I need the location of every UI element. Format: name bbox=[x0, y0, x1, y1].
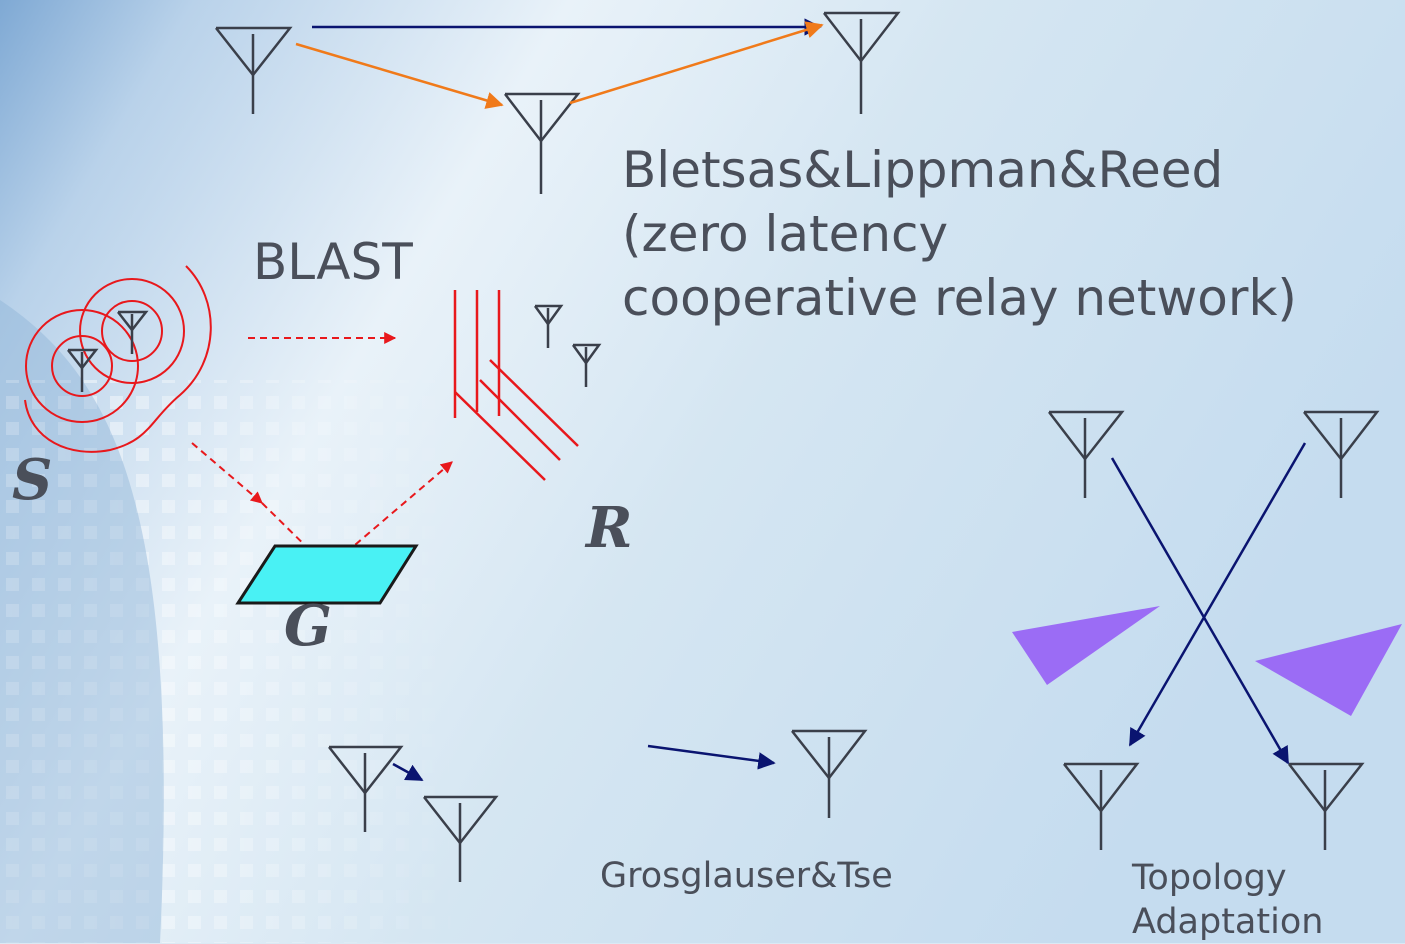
topology-bottom-right-antenna-icon bbox=[1288, 762, 1365, 850]
mobility-arrow bbox=[647, 744, 776, 770]
grosglauser-tse-label: Grosglauser&Tse bbox=[600, 856, 893, 896]
ground-plane bbox=[235, 544, 419, 605]
blast-ground-incoming-arrow bbox=[191, 442, 263, 504]
background-dot-grid bbox=[0, 380, 470, 943]
mobility-antenna-icon bbox=[791, 729, 868, 818]
topology-top-left-antenna-icon bbox=[1048, 410, 1125, 498]
relay-network-caption: Bletsas&Lippman&Reed (zero latency coope… bbox=[622, 141, 1297, 327]
relay-helper-antenna-icon bbox=[504, 92, 581, 194]
transmitter-antenna-icon bbox=[67, 310, 149, 392]
beam-wedge-left bbox=[1012, 606, 1160, 685]
relay-hop2-arrow bbox=[569, 21, 824, 105]
topology-top-right-antenna-icon bbox=[1303, 410, 1380, 498]
short-hop-arrow bbox=[392, 762, 424, 782]
topology-bottom-left-antenna-icon bbox=[1063, 762, 1140, 850]
topology-cross-arrow-b bbox=[1128, 442, 1307, 747]
topology-cross-arrow-a bbox=[1110, 457, 1290, 765]
relay-hop1-arrow bbox=[295, 42, 504, 109]
background-swoosh bbox=[0, 300, 164, 943]
blast-label: BLAST bbox=[253, 233, 413, 291]
receiver-reflector-lines bbox=[453, 290, 579, 481]
relay-destination-antenna-icon bbox=[823, 11, 901, 114]
source-label: S bbox=[12, 447, 53, 513]
blast-spiral-waves bbox=[24, 265, 212, 453]
ground-label: G bbox=[284, 593, 332, 659]
topology-adaptation-label: Topology Adaptation bbox=[1132, 858, 1324, 942]
short-hop-source-antenna-icon bbox=[328, 745, 404, 832]
beam-wedge-right bbox=[1255, 624, 1402, 716]
receiver-antenna-icon bbox=[533, 304, 602, 387]
relay-source-antenna-icon bbox=[215, 26, 293, 114]
short-hop-destination-antenna-icon bbox=[423, 795, 499, 882]
receiver-label: R bbox=[586, 495, 633, 561]
